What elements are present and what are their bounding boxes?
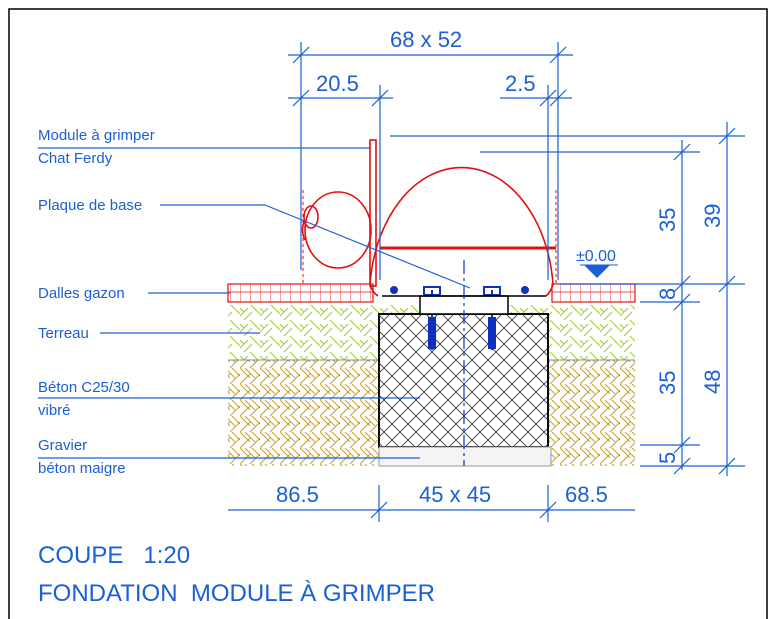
dim-top-left: 20.5 [316, 71, 359, 96]
dim-right-total-upper: 39 [700, 204, 725, 228]
grass-slab-left [227, 283, 374, 303]
lean-concrete [378, 446, 552, 467]
title-line2: FONDATION MODULE À GRIMPER [38, 580, 435, 607]
label-base-plate: Plaque de base [38, 197, 142, 214]
climbing-module [301, 139, 556, 297]
level-marker [584, 265, 610, 278]
dim-right-base: 5 [655, 452, 680, 464]
top-dimension-lines [288, 42, 573, 280]
level-label: ±0.00 [576, 248, 616, 265]
dim-right-lower: 35 [655, 371, 680, 395]
label-gravel-line2: béton maigre [38, 460, 126, 477]
label-grass-slabs: Dalles gazon [38, 285, 125, 302]
grass-slab-right [551, 283, 636, 303]
bottom-dimension-lines [228, 485, 635, 522]
dim-bottom-left: 86.5 [276, 482, 319, 507]
label-gravel-line1: Gravier [38, 437, 87, 454]
label-module-line1: Module à grimper [38, 127, 155, 144]
right-dimension-lines [390, 122, 745, 476]
label-topsoil: Terreau [38, 325, 89, 342]
drawing-frame [8, 8, 768, 619]
label-concrete-line1: Béton C25/30 [38, 379, 130, 396]
label-module-line2: Chat Ferdy [38, 150, 113, 167]
dim-bottom-right: 68.5 [565, 482, 608, 507]
dim-right-total-lower: 48 [700, 370, 725, 394]
dim-bottom-center: 45 x 45 [419, 482, 491, 507]
label-concrete-line2: vibré [38, 402, 71, 419]
title-line1: COUPE 1:20 [38, 542, 190, 569]
leader-lines [38, 147, 471, 459]
dim-top-overall: 68 x 52 [390, 27, 462, 52]
dim-right-slab: 8 [655, 288, 680, 300]
dim-right-upper: 35 [655, 208, 680, 232]
dim-top-right: 2.5 [505, 71, 536, 96]
